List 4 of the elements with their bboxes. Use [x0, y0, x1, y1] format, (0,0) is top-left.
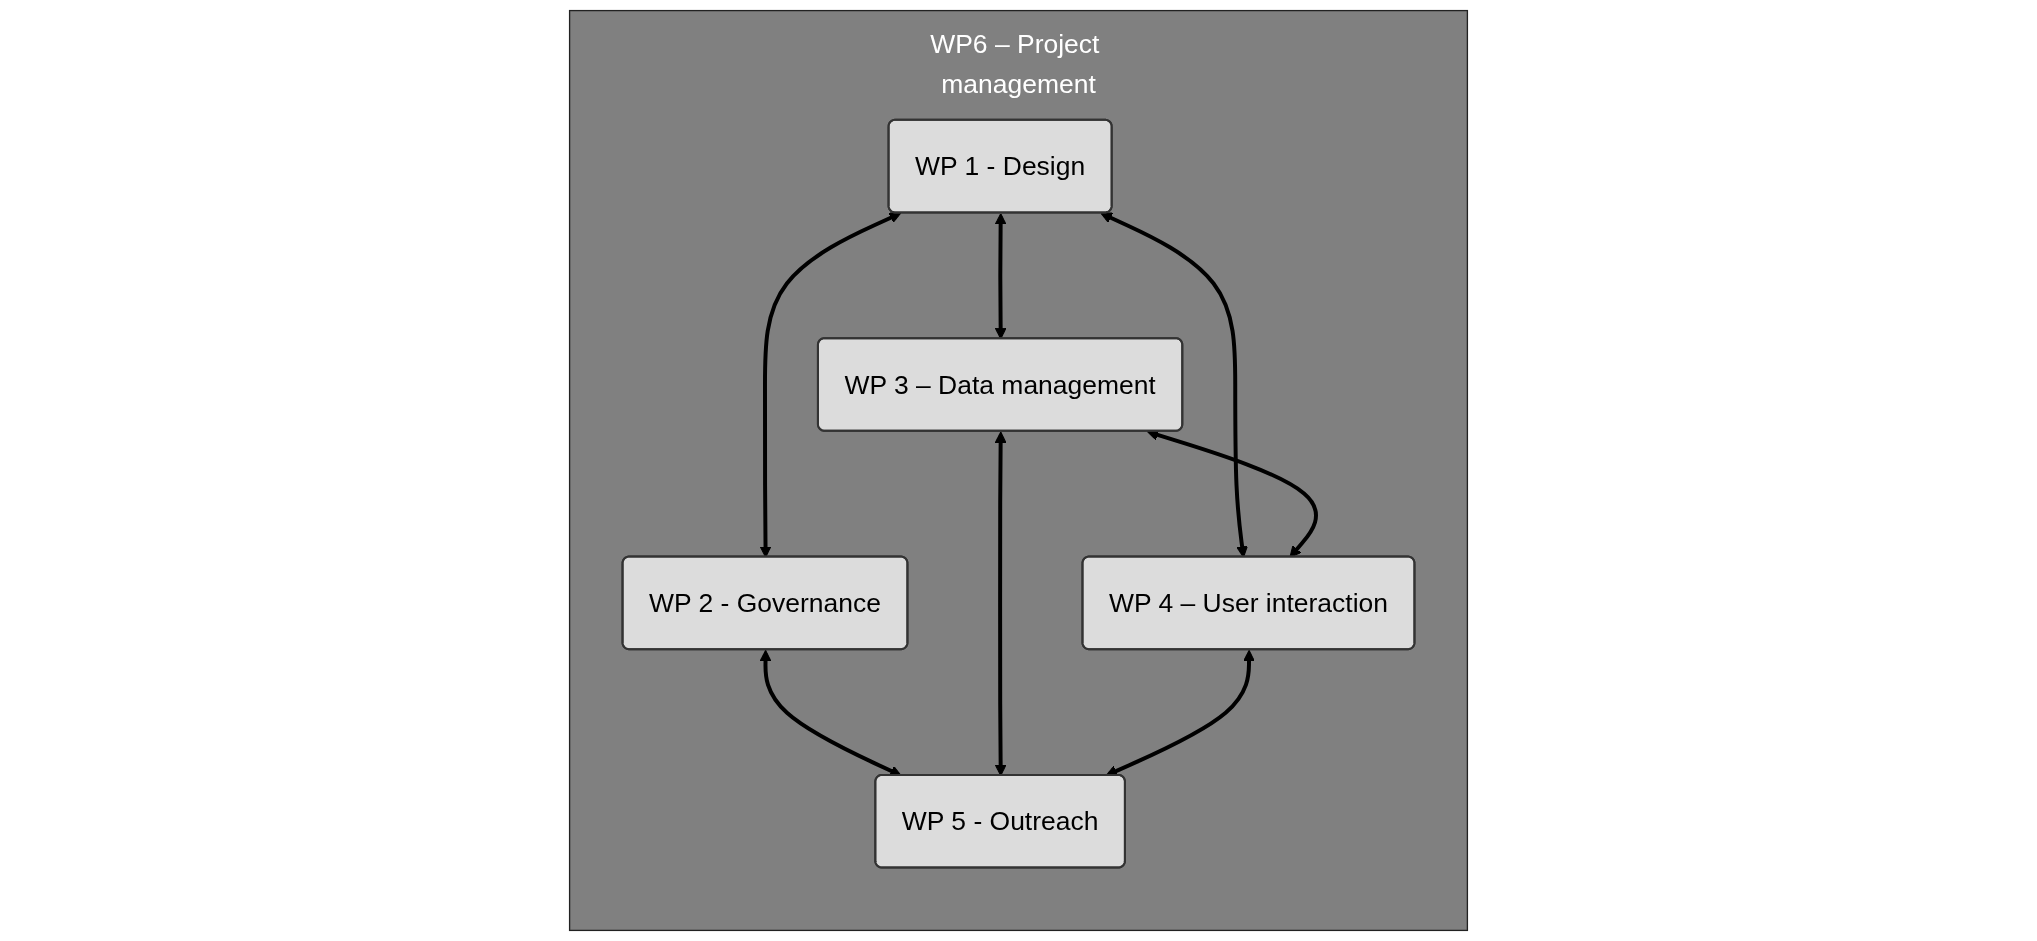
arrow: [994, 213, 1007, 340]
arrow: [759, 212, 902, 558]
arrow: [1100, 212, 1248, 558]
arrow: [1146, 429, 1318, 558]
